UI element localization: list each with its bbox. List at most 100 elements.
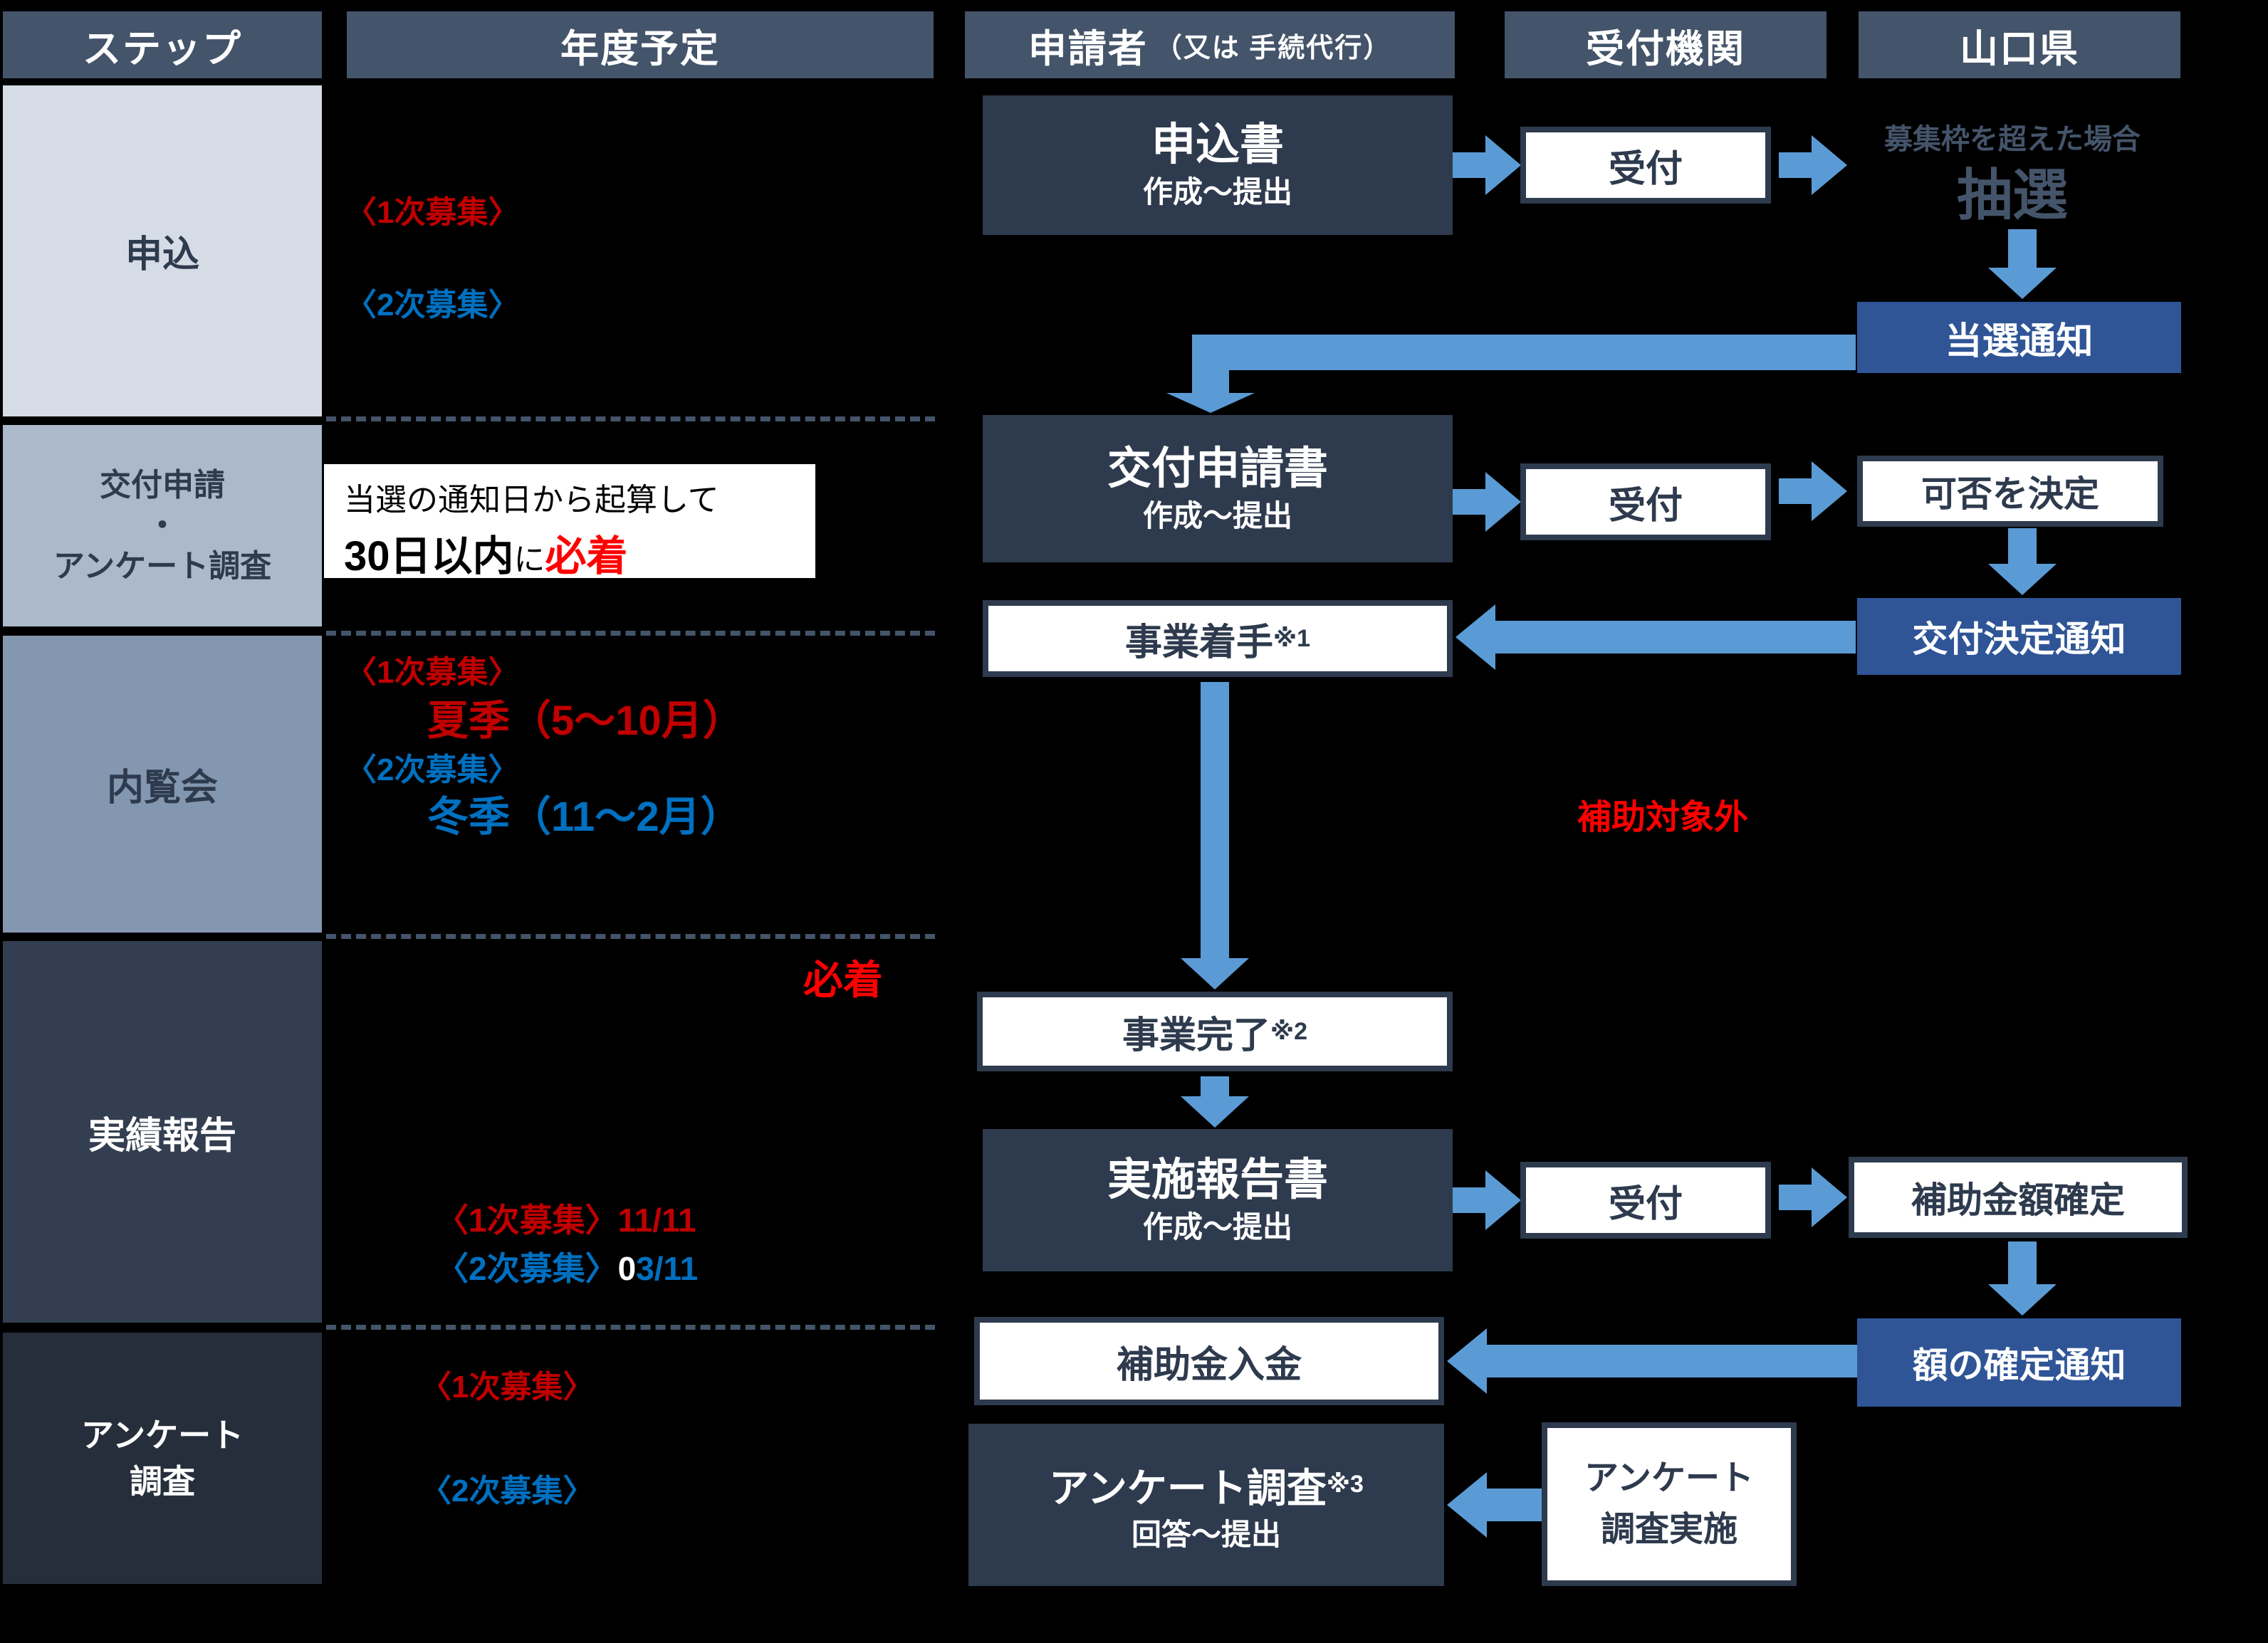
schedule-survey-round1: 〈1次募集〉 <box>420 1361 594 1407</box>
step-report-label: 実績報告 <box>88 1115 236 1157</box>
lottery-note: 募集枠を超えた場合 <box>1837 116 2188 157</box>
grant-amount-fixed-label: 補助金額確定 <box>1911 1180 2125 1220</box>
deadline-ni: に <box>513 542 545 577</box>
implementation-report-title: 実施報告書 <box>1107 1155 1328 1205</box>
box-subsidy-payment: 補助金入金 <box>974 1317 1444 1405</box>
hichaku-note: 必着 <box>803 948 883 1006</box>
header-reception: 受付機関 <box>1505 11 1827 78</box>
lottery-text: 抽選 <box>1956 164 2068 226</box>
arrow-left-2 <box>1447 1328 1857 1394</box>
step-survey: アンケート 調査 <box>3 1333 322 1584</box>
application-form-title: 申込書 <box>1151 120 1284 170</box>
subsidy-payment-label: 補助金入金 <box>1116 1344 1302 1386</box>
header-applicant-main: 申請者 <box>1028 27 1148 70</box>
deadline-note: 当選の通知日から起算して 30日以内に必着 <box>324 464 815 579</box>
survey-title: アンケート調査 <box>1049 1466 1327 1511</box>
lottery-note-text: 募集枠を超えた場合 <box>1884 124 2141 155</box>
step-apply: 申込 <box>3 85 322 416</box>
box-decision: 可否を決定 <box>1857 456 2163 527</box>
row-divider-2 <box>326 631 935 636</box>
deadline-30days: 30日以内 <box>344 533 514 579</box>
arrow-right-4 <box>1779 461 1847 521</box>
implementation-report-sub: 作成～提出 <box>1142 1210 1292 1244</box>
round1-label: 〈1次募集〉 <box>345 195 520 230</box>
step-preview: 内覧会 <box>3 636 322 933</box>
arrow-right-2 <box>1779 135 1847 195</box>
project-start-label: 事業着手 <box>1125 621 1274 663</box>
schedule-preview-round2: 〈2次募集〉 <box>345 744 519 789</box>
survey-round2-label: 〈2次募集〉 <box>420 1474 595 1508</box>
not-covered-text: 補助対象外 <box>1577 799 1749 836</box>
box-survey: アンケート調査※3 回答～提出 <box>968 1424 1444 1586</box>
project-start-note: ※1 <box>1273 625 1310 652</box>
arrow-elbow-win-to-grant <box>1166 335 1856 413</box>
box-grant-application: 交付申請書 作成～提出 <box>983 415 1453 562</box>
arrow-down-3 <box>1181 1076 1249 1128</box>
hichaku-text: 必着 <box>803 957 883 1002</box>
step-survey-line1: アンケート <box>80 1417 244 1454</box>
box-reception-3: 受付 <box>1520 1162 1771 1239</box>
survey-sub: 回答～提出 <box>1131 1518 1281 1552</box>
box-grant-decision-notice: 交付決定通知 <box>1857 598 2181 675</box>
not-covered-note: 補助対象外 <box>1577 789 1748 839</box>
deadline-line2: 30日以内に必着 <box>344 523 815 582</box>
win-notice-label: 当選通知 <box>1945 320 2094 362</box>
arrow-right-6 <box>1779 1167 1847 1227</box>
schedule-preview-round1: 〈1次募集〉 <box>345 646 519 692</box>
arrow-down-1 <box>1988 229 2057 299</box>
box-application-form: 申込書 作成～提出 <box>983 95 1453 235</box>
round2-label: 〈2次募集〉 <box>345 288 520 322</box>
arrow-down-2 <box>1988 528 2057 595</box>
box-amount-notice: 額の確定通知 <box>1857 1318 2181 1407</box>
box-project-complete: 事業完了※2 <box>977 992 1453 1071</box>
step-apply-label: 申込 <box>125 234 199 275</box>
schedule-apply-round2: 〈2次募集〉 <box>345 279 519 325</box>
box-grant-amount-fixed: 補助金額確定 <box>1849 1157 2188 1238</box>
decision-label: 可否を決定 <box>1921 474 2099 514</box>
grant-application-sub: 作成～提出 <box>1142 498 1292 532</box>
report-round2-date: 3/11 <box>636 1250 699 1287</box>
header-reception-label: 受付機関 <box>1586 27 1745 70</box>
box-reception-2: 受付 <box>1520 463 1771 540</box>
header-prefecture-label: 山口県 <box>1960 27 2079 70</box>
header-step: ステップ <box>3 11 322 78</box>
arrow-left-3 <box>1447 1472 1542 1538</box>
survey-exec-line1: アンケート <box>1584 1459 1755 1497</box>
lottery-label: 抽選 <box>1837 151 2188 231</box>
arrow-right-1 <box>1453 135 1521 195</box>
step-grant-dot: ・ <box>147 508 178 543</box>
application-form-sub: 作成～提出 <box>1142 175 1292 209</box>
step-survey-line2: 調査 <box>130 1462 195 1500</box>
step-grant-line1: 交付申請 <box>100 467 225 503</box>
report-round2-label: 〈2次募集〉 <box>436 1250 618 1287</box>
step-grant-line2: アンケート調査 <box>53 549 272 584</box>
arrow-down-long <box>1181 682 1249 990</box>
row-divider-4 <box>326 1325 935 1330</box>
box-survey-execution: アンケート 調査実施 <box>1542 1422 1797 1586</box>
header-schedule-label: 年度予定 <box>560 27 720 70</box>
grant-application-title: 交付申請書 <box>1107 443 1328 493</box>
arrow-left-1 <box>1456 604 1856 670</box>
project-complete-label: 事業完了 <box>1122 1014 1271 1056</box>
reception-3-label: 受付 <box>1608 1183 1683 1225</box>
box-win-notice: 当選通知 <box>1857 302 2181 373</box>
box-reception-1: 受付 <box>1520 127 1771 204</box>
header-step-label: ステップ <box>83 27 242 70</box>
arrow-right-5 <box>1453 1170 1521 1230</box>
survey-note: ※3 <box>1326 1471 1364 1498</box>
reception-1-label: 受付 <box>1608 148 1683 190</box>
preview-round2-label: 〈2次募集〉 <box>345 752 520 787</box>
arrow-down-4 <box>1988 1242 2057 1316</box>
report-round2-zero: 0 <box>617 1250 637 1287</box>
report-round1-text: 〈1次募集〉11/11 <box>436 1202 696 1239</box>
summer-label: 夏季（5～10月） <box>427 698 744 744</box>
schedule-report-round1: 〈1次募集〉11/11 <box>436 1195 696 1242</box>
header-applicant-sub: （又は 手続代行） <box>1154 33 1392 63</box>
amount-notice-label: 額の確定通知 <box>1912 1345 2126 1385</box>
header-schedule: 年度予定 <box>347 11 934 78</box>
box-project-start: 事業着手※1 <box>983 600 1453 677</box>
deadline-hichaku: 必着 <box>545 533 628 579</box>
schedule-survey-round2: 〈2次募集〉 <box>420 1465 594 1511</box>
schedule-report-round2: 〈2次募集〉03/11 <box>436 1243 698 1290</box>
